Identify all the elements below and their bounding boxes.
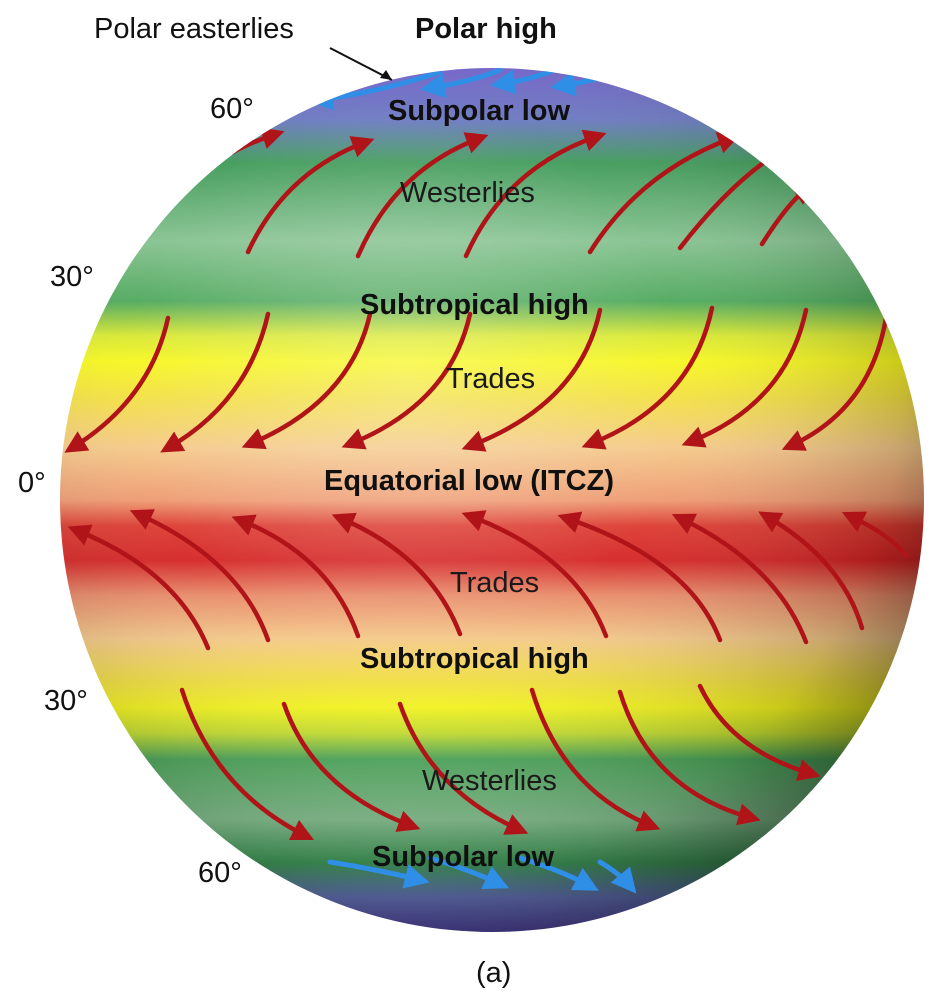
subpolar-low-south-label: Subpolar low bbox=[372, 841, 555, 873]
label-pointer-head bbox=[380, 70, 392, 80]
trades-south-label: Trades bbox=[450, 567, 539, 599]
subpolar-low-north-label: Subpolar low bbox=[388, 95, 571, 127]
westerlies-south-label: Westerlies bbox=[422, 765, 557, 797]
latitude-30-north-label: 30° bbox=[50, 261, 94, 293]
latitude-0-label: 0° bbox=[18, 467, 46, 499]
westerlies-north-label: Westerlies bbox=[400, 177, 535, 209]
equatorial-low-label: Equatorial low (ITCZ) bbox=[324, 465, 614, 497]
subtropical-high-south-label: Subtropical high bbox=[360, 643, 589, 675]
globe bbox=[60, 68, 924, 932]
polar-easterlies-label: Polar easterlies bbox=[94, 13, 294, 45]
label-pointer-line bbox=[329, 47, 393, 81]
latitude-60-north-label: 60° bbox=[210, 93, 254, 125]
latitude-30-south-label: 30° bbox=[44, 685, 88, 717]
trades-south-arrows bbox=[67, 509, 909, 651]
westerlies-south-arrows bbox=[179, 683, 821, 841]
figure-caption: (a) bbox=[476, 957, 511, 989]
trades-north-label: Trades bbox=[446, 363, 535, 395]
subtropical-high-north-label: Subtropical high bbox=[360, 289, 589, 321]
polar-easterlies-south-arrows bbox=[327, 855, 637, 894]
polar-high-label: Polar high bbox=[415, 13, 557, 45]
trades-north-arrows bbox=[64, 305, 889, 453]
latitude-60-south-label: 60° bbox=[198, 857, 242, 889]
